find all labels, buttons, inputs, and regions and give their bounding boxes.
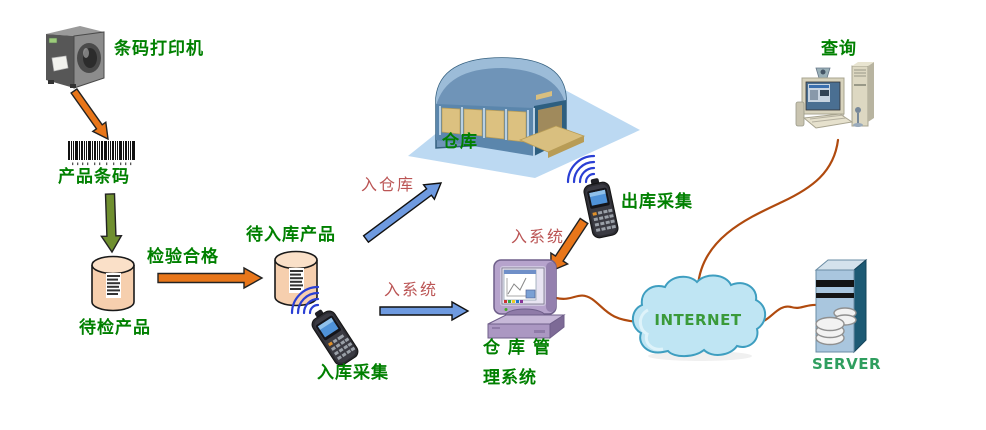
warehouse-label: 仓库 — [442, 132, 478, 152]
internet-label: INTERNET — [654, 311, 742, 329]
pending-storage-product-icon — [274, 250, 318, 307]
inbound-scanner-label: 入库采集 — [317, 363, 389, 383]
wireless-waves-outbound-icon — [566, 154, 596, 184]
connection-line-wms-internet — [554, 294, 642, 324]
outbound-scanner-icon — [583, 178, 619, 239]
arrow-inspection-pass — [157, 266, 264, 290]
into-system-inbound-label: 入系统 — [384, 280, 439, 299]
server-icon — [814, 258, 868, 354]
server-label: SERVER — [812, 355, 882, 373]
pending-inspection-product-icon — [91, 255, 135, 312]
query-computer-icon — [795, 62, 874, 129]
wireless-waves-inbound-icon — [290, 285, 320, 315]
wms-computer-icon — [487, 259, 566, 340]
pending-storage-label: 待入库产品 — [246, 225, 336, 245]
connection-line-query-internet — [696, 138, 840, 288]
barcode-printer-icon — [46, 26, 105, 89]
into-system-outbound-label: 入系统 — [511, 227, 566, 246]
pending-inspection-label: 待检产品 — [79, 318, 151, 338]
query-label: 查询 — [821, 39, 857, 59]
inbound-scanner-icon — [311, 309, 359, 366]
warehouse-icon — [408, 57, 752, 361]
internet-cloud-icon — [631, 274, 767, 358]
inspection-pass-label: 检验合格 — [147, 247, 219, 267]
wms-label-line1: 仓 库 管 — [483, 338, 551, 358]
arrow-into-system-inbound — [379, 300, 470, 322]
printer-label: 条码打印机 — [114, 39, 204, 59]
product-barcode-label: 产品条码 — [58, 167, 130, 187]
arrow-into-system-outbound — [550, 217, 589, 273]
into-warehouse-label: 入仓库 — [361, 175, 416, 194]
arrow-printer-to-barcode — [70, 88, 109, 141]
arrow-into-warehouse — [362, 182, 443, 244]
product-barcode-icon — [66, 139, 138, 167]
arrow-barcode-to-product — [100, 193, 123, 254]
wms-label-line2: 理系统 — [483, 368, 537, 388]
outbound-scanner-label: 出库采集 — [621, 192, 693, 212]
